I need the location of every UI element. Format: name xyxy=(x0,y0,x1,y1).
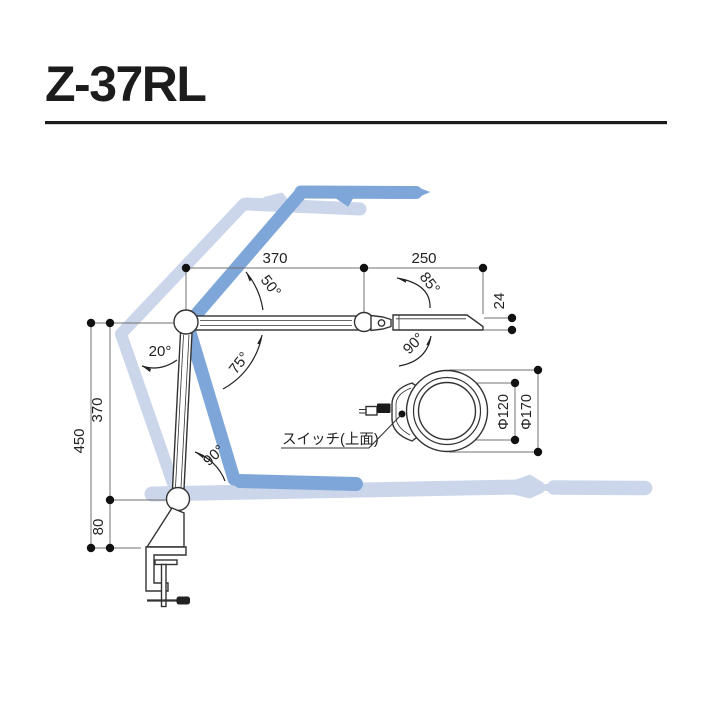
switch-icon xyxy=(377,403,391,413)
base-joint xyxy=(165,486,191,512)
angle-85: 85° xyxy=(416,269,443,297)
ghost-positions xyxy=(115,185,653,502)
lamp-head-side xyxy=(392,314,484,331)
dim-370-left: 370 xyxy=(89,397,106,422)
dim-80: 80 xyxy=(90,519,107,536)
lamp-head-top-view xyxy=(359,369,489,453)
arc-90-fold xyxy=(194,451,226,482)
dim-450: 450 xyxy=(71,428,88,453)
clamp-knob xyxy=(176,596,190,605)
lamp-side-view xyxy=(145,309,484,608)
ghost-pose-folded-light xyxy=(144,474,653,502)
desk-clamp xyxy=(145,546,187,592)
angle-20: 20° xyxy=(149,343,172,360)
dim-250: 250 xyxy=(411,250,436,267)
elbow-joint xyxy=(173,309,199,335)
title-block: Z-37RL xyxy=(45,56,667,125)
dim-phi120: Φ120 xyxy=(496,394,512,430)
angle-75: 75° xyxy=(226,349,253,377)
base-bracket xyxy=(145,507,185,548)
switch-leader-line xyxy=(368,414,402,449)
page-title: Z-37RL xyxy=(45,56,205,112)
arc-90-head xyxy=(398,335,432,366)
switch-annotation: スイッチ(上面) xyxy=(281,414,402,449)
arc-50 xyxy=(245,271,263,311)
head-inner-ring xyxy=(412,376,482,446)
switch-base xyxy=(365,405,378,416)
title-rule xyxy=(45,121,667,125)
angle-50: 50° xyxy=(257,272,284,300)
arc-85 xyxy=(396,277,431,309)
dimension-lines xyxy=(86,263,543,553)
ghost-pose-lowered-medium xyxy=(182,322,363,491)
dimension-labels: 370 250 24 450 370 80 Φ120 Φ170 xyxy=(71,250,535,535)
upper-arm xyxy=(185,315,365,331)
switch-label: スイッチ(上面) xyxy=(282,431,379,448)
lens xyxy=(417,381,477,441)
ghost-pose-raised-medium xyxy=(181,185,431,331)
clamp-screw xyxy=(160,563,167,608)
arc-20 xyxy=(141,359,178,368)
angle-arcs xyxy=(141,271,432,482)
dim-24: 24 xyxy=(491,293,508,310)
dim-370-top: 370 xyxy=(262,250,287,267)
arc-75 xyxy=(222,334,263,390)
dim-phi170: Φ170 xyxy=(519,394,535,430)
